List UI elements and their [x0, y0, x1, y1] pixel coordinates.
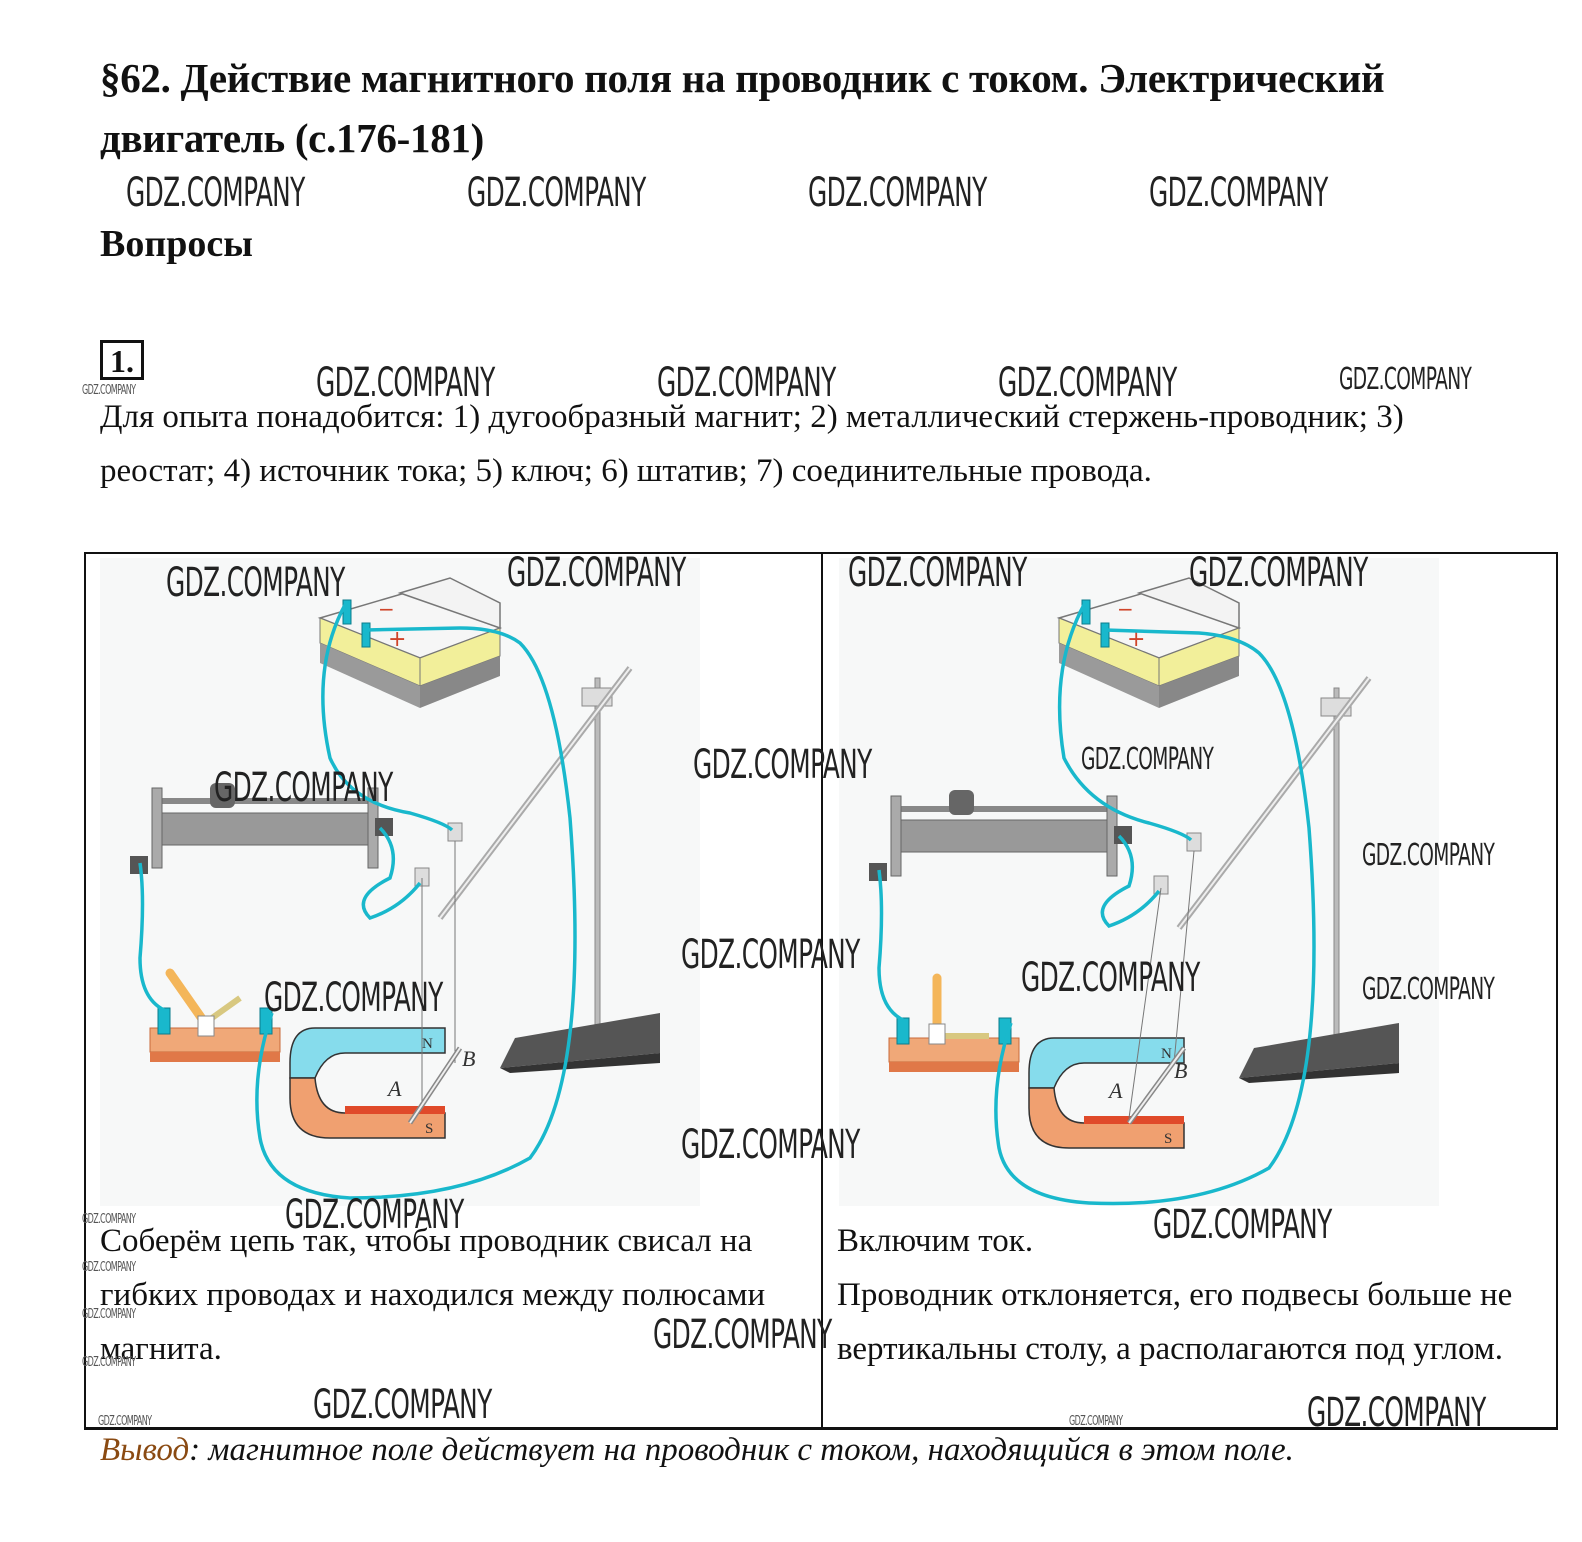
rheostat-icon — [869, 790, 1132, 881]
conductor-rod: A B — [1107, 850, 1195, 1125]
question-number: 1. — [100, 340, 144, 380]
watermark: GDZ.COMPANY — [467, 170, 646, 216]
end-a-label: A — [1107, 1078, 1123, 1103]
conclusion-lead: Вывод — [100, 1432, 190, 1468]
key-switch-icon — [888, 973, 1020, 1072]
wires — [138, 602, 577, 1200]
end-b-label: B — [462, 1046, 475, 1071]
end-a-label: A — [386, 1076, 402, 1101]
caption-after-line1: Включим ток. — [837, 1223, 1034, 1259]
stand-icon — [1153, 676, 1399, 1083]
experiment-table: − + — [84, 552, 1558, 1430]
minus-label: − — [378, 597, 395, 621]
key-switch-icon — [149, 968, 281, 1062]
plus-label: + — [388, 627, 406, 652]
wires — [877, 602, 1316, 1206]
north-pole-label: N — [1161, 1046, 1172, 1062]
battery-icon: − + — [1056, 577, 1242, 708]
conductor-rod: A B — [386, 841, 475, 1125]
caption-before: Соберём цепь так, чтобы проводник свисал… — [100, 1223, 766, 1367]
watermark: GDZ.COMPANY — [808, 170, 987, 216]
panel-after: − + — [823, 554, 1556, 1427]
stand-icon — [414, 666, 660, 1073]
caption-after: Включим ток. Проводник отклоняется, его … — [837, 1214, 1537, 1376]
illustration-current-off: − + — [100, 558, 700, 1206]
caption-after-line2: Проводник отклоняется, его подвесы больш… — [837, 1277, 1513, 1367]
south-pole-label: S — [425, 1121, 433, 1137]
rheostat-icon — [130, 783, 393, 874]
horseshoe-magnet-icon: N S — [1028, 1037, 1185, 1149]
panel-before: − + — [86, 554, 823, 1427]
conclusion-text: : магнитное поле действует на проводник … — [189, 1432, 1294, 1468]
circuit-diagram: − + — [130, 577, 660, 1200]
horseshoe-magnet-icon: N S — [289, 1027, 446, 1139]
watermark: GDZ.COMPANY — [1149, 170, 1328, 216]
page-title: §62. Действие магнитного поля на проводн… — [100, 55, 1385, 161]
illustration-current-on: − + — [839, 558, 1439, 1206]
plus-label: + — [1127, 627, 1145, 652]
section-heading: Вопросы — [100, 223, 253, 265]
north-pole-label: N — [422, 1036, 433, 1052]
end-b-label: B — [1174, 1058, 1187, 1083]
minus-label: − — [1117, 597, 1134, 621]
circuit-diagram: − + — [869, 577, 1399, 1206]
question-intro: Для опыта понадобится: 1) дугообразный м… — [100, 399, 1404, 489]
conclusion: Вывод: магнитное поле действует на прово… — [100, 1432, 1540, 1469]
watermark: GDZ.COMPANY — [126, 170, 305, 216]
south-pole-label: S — [1164, 1131, 1172, 1147]
battery-icon: − + — [317, 577, 503, 708]
